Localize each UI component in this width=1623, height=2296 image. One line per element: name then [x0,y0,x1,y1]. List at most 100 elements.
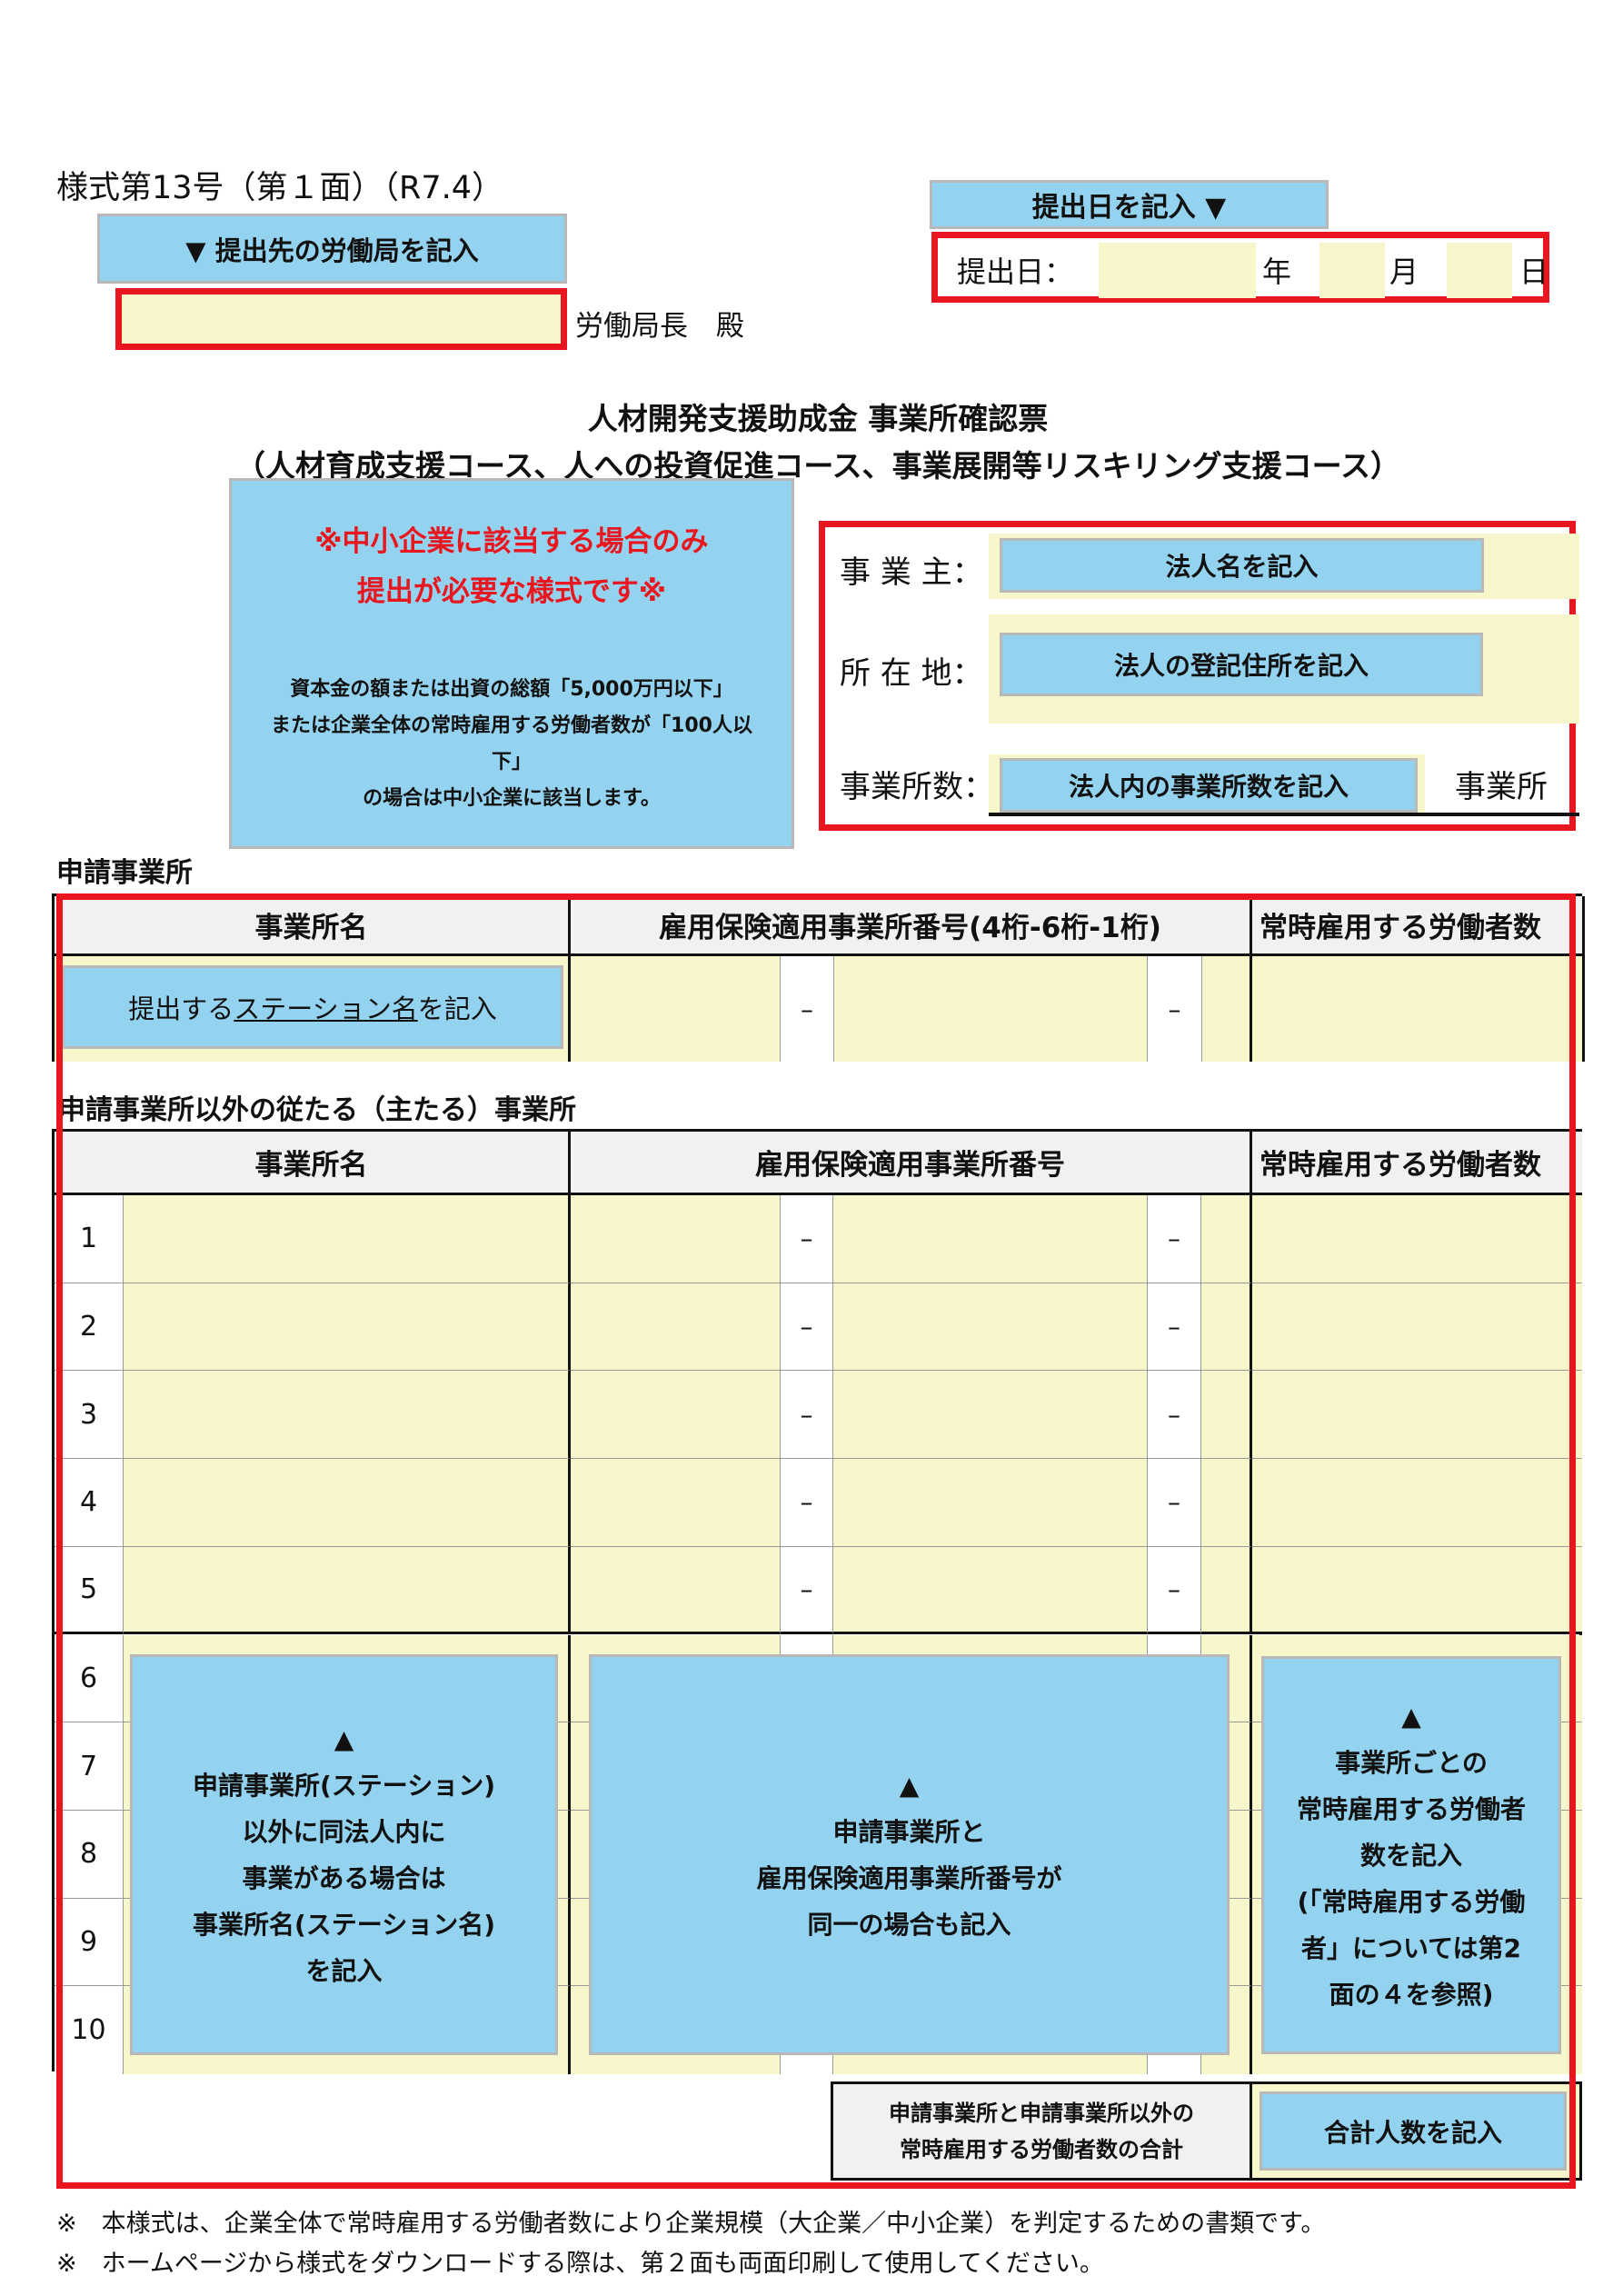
applicant-header-count: 常時雇用する労働者数 [1252,896,1585,956]
note-worker-count: ▲ 事業所ごとの常時雇用する労働者数を記入(「常時雇用する労働者」については第2… [1261,1656,1561,2054]
month-input[interactable] [1319,243,1385,298]
note-insurance-number: ▲ 申請事業所と雇用保険適用事業所番号が同一の場合も記入 [589,1654,1230,2055]
employer-box: 事 業 主： 法人名を記入 所 在 地： 法人の登記住所を記入 事業所数： 法人… [819,521,1579,831]
others-section-title: 申請事業所以外の従たる（主たる）事業所 [58,1094,576,1126]
hint-post: を記入 [417,993,497,1024]
notice-body2: または企業全体の常時雇用する労働者数が「100人以 [271,714,752,737]
ins-no-part2[interactable] [833,1459,1148,1547]
office-name-input[interactable] [124,1371,571,1460]
ins-no-part1[interactable] [571,1546,781,1635]
applicant-header-name: 事業所名 [55,896,571,956]
day-unit: 日 [1519,255,1549,289]
dash: – [1148,1546,1201,1635]
row-number: 4 [55,1459,124,1547]
row-number: 8 [55,1810,124,1899]
applicant-count-input[interactable] [1252,956,1585,1062]
ins-no-part1[interactable] [571,1283,781,1372]
owner-input[interactable]: 法人名を記入 [1000,538,1484,593]
worker-count-input[interactable] [1252,1459,1582,1547]
bureau-input[interactable] [115,288,567,350]
others-header-name: 事業所名 [55,1132,571,1195]
ins-no-part3[interactable] [1201,1546,1252,1635]
bureau-hint: ▼ 提出先の労働局を記入 [97,214,567,284]
note-line: 面の４を参照) [1329,1979,1494,2010]
ins-no-part2[interactable] [833,1546,1148,1635]
ins-no-part1[interactable] [571,956,781,1062]
note-line: 事業所名(ステーション名) [192,1909,496,1940]
dash: – [1148,1195,1201,1283]
footnote-1: ※ 本様式は、企業全体で常時雇用する労働者数により企業規模（大企業／中小企業）を… [56,2210,1326,2238]
ins-no-part2[interactable] [833,1195,1148,1283]
total-label2: 常時雇用する労働者数の合計 [900,2136,1183,2162]
ins-no-part3[interactable] [1201,1459,1252,1547]
count-unit: 事業所 [1455,769,1548,805]
dash: – [781,1546,833,1635]
ins-no-part3[interactable] [1201,956,1252,1062]
worker-count-input[interactable] [1252,1546,1582,1635]
worker-count-input[interactable] [1252,1371,1582,1460]
others-header-number: 雇用保険適用事業所番号 [571,1132,1252,1195]
title-line2: （人材育成支援コース、人への投資促進コース、事業展開等リスキリング支援コース） [234,448,1401,484]
row-number: 10 [55,1986,124,2074]
worker-count-input[interactable] [1252,1195,1582,1283]
address-input[interactable]: 法人の登記住所を記入 [1000,633,1483,696]
applicant-section-title: 申請事業所 [56,857,193,889]
note-office-name: ▲ 申請事業所(ステーション)以外に同法人内に事業がある場合は事業所名(ステーシ… [130,1654,558,2055]
office-name-input[interactable] [124,1283,571,1372]
ins-no-part2[interactable] [833,1283,1148,1372]
applicant-header-number: 雇用保険適用事業所番号(4桁-6桁-1桁) [571,896,1252,956]
footnote-2: ※ ホームページから様式をダウンロードする際は、第２面も両面印刷して使用してくだ… [56,2250,1104,2278]
ins-no-part1[interactable] [571,1371,781,1460]
dash: – [1148,1283,1201,1372]
row-number: 9 [55,1898,124,1987]
sme-notice: ※中小企業に該当する場合のみ 提出が必要な様式です※ 資本金の額または出資の総額… [229,478,794,849]
dash: – [781,1371,833,1460]
dash: – [1148,1459,1201,1547]
ins-no-part1[interactable] [571,1459,781,1547]
title-line1: 人材開発支援助成金 事業所確認票 [587,401,1049,436]
applicant-name-input[interactable]: 提出するステーション名を記入 [62,965,563,1049]
note-line: 数を記入 [1359,1840,1462,1871]
note-line: 事業がある場合は [242,1862,446,1893]
notice-red1: ※中小企業に該当する場合のみ [314,525,709,558]
ins-no-part2[interactable] [833,1371,1148,1460]
owner-label: 事 業 主： [840,554,983,591]
date-box: 提出日： 年 月 日 [931,232,1549,303]
count-label: 事業所数： [840,769,994,805]
row-number: 3 [55,1371,124,1460]
total-input[interactable]: 合計人数を記入 [1260,2091,1567,2171]
row-number: 5 [55,1546,124,1635]
ins-no-part3[interactable] [1201,1195,1252,1283]
office-name-input[interactable] [124,1459,571,1547]
dash: – [781,956,833,1062]
triangle-up-icon: ▲ [334,1723,354,1754]
form-id: 様式第13号（第１面）（R7.4） [56,170,504,206]
notice-red2: 提出が必要な様式です※ [356,575,667,608]
note-line: 申請事業所と [832,1816,986,1847]
triangle-up-icon: ▲ [1401,1701,1421,1732]
dash: – [1148,1371,1201,1460]
ins-no-part1[interactable] [571,1195,781,1283]
ins-no-part3[interactable] [1201,1371,1252,1460]
note-line: を記入 [305,1955,383,1986]
hint-underlined: ステーション名 [234,993,418,1024]
ins-no-part2[interactable] [833,956,1148,1062]
total-row: 申請事業所と申請事業所以外の 常時雇用する労働者数の合計 合計人数を記入 [831,2081,1582,2181]
note-line: (「常時雇用する労働 [1297,1886,1526,1917]
year-input[interactable] [1099,243,1256,298]
note-line: 申請事業所(ステーション) [192,1770,496,1801]
note-line: 事業所ごとの [1335,1747,1488,1778]
date-hint: 提出日を記入 ▼ [930,180,1329,229]
office-count-input[interactable]: 法人内の事業所数を記入 [1000,758,1418,813]
dash: – [1148,956,1201,1062]
day-input[interactable] [1447,243,1512,298]
worker-count-input[interactable] [1252,1283,1582,1372]
date-label: 提出日： [957,255,1074,289]
office-name-input[interactable] [124,1546,571,1635]
notice-body4: の場合は中小企業に該当します。 [363,787,661,810]
ins-no-part3[interactable] [1201,1283,1252,1372]
note-line: 雇用保険適用事業所番号が [756,1862,1062,1893]
office-name-input[interactable] [124,1195,571,1283]
bureau-suffix: 労働局長 殿 [575,310,744,343]
dash: – [781,1283,833,1372]
